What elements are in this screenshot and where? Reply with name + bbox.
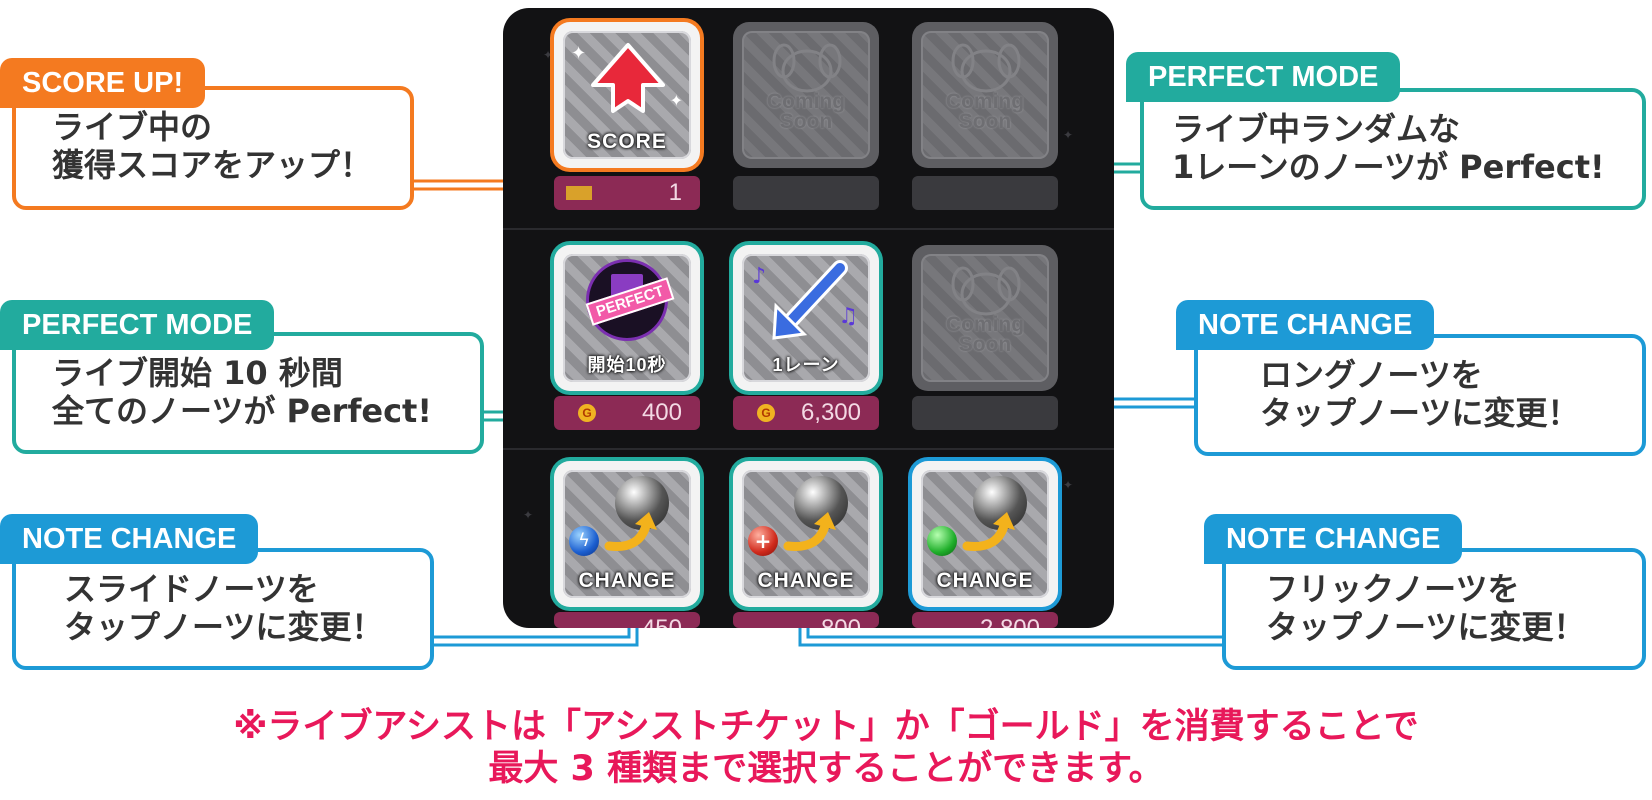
price-tag: 450 — [554, 612, 700, 628]
sparkle-icon: ✦ — [523, 508, 534, 522]
gold-coin-icon: G — [757, 404, 775, 422]
callout-text: ライブ中の 獲得スコアをアップ！ — [52, 108, 373, 184]
yellow-curved-arrow-icon — [962, 512, 1015, 551]
callout-text: フリックノーツを タップノーツに変更！ — [1266, 570, 1586, 646]
perfect-start-tag: PERFECT MODE — [0, 300, 275, 350]
price-tag-empty — [733, 176, 879, 210]
mascot-silhouette-icon — [951, 43, 1021, 93]
coming-soon-slot: Coming Soon — [912, 22, 1058, 168]
price-tag-empty — [912, 176, 1058, 210]
red-up-arrow-icon — [591, 43, 665, 113]
gold-coin-icon: G — [578, 404, 596, 422]
item-caption: SCORE — [587, 130, 667, 153]
score-up-item[interactable]: ✦ ✦ SCORE — [554, 22, 700, 168]
music-note-icon: ♪ — [752, 264, 767, 289]
sparkle-icon: ✦ — [571, 43, 587, 64]
music-note-icon: ♫ — [838, 304, 858, 329]
item-caption: CHANGE — [578, 569, 676, 592]
coming-soon-label: Coming Soon — [945, 90, 1025, 133]
note-change-flick-tag: NOTE CHANGE — [1204, 514, 1463, 564]
yellow-curved-arrow-icon — [783, 512, 836, 551]
ticket-icon — [566, 186, 592, 200]
row-divider — [503, 228, 1114, 230]
coming-soon-label: Coming Soon — [766, 90, 846, 133]
note-change-slide-tag: NOTE CHANGE — [0, 514, 259, 564]
item-caption: CHANGE — [936, 569, 1034, 592]
yellow-curved-arrow-icon — [604, 512, 657, 551]
callout-text: ロングノーツを タップノーツに変更！ — [1260, 356, 1580, 432]
note-change-flick-callout: フリックノーツを タップノーツに変更！ — [1222, 548, 1646, 670]
price-tag: 800 — [733, 612, 879, 628]
change-slide-item[interactable]: ϟ CHANGE — [554, 461, 700, 607]
perfect-start-callout: ライブ開始 10 秒間 全てのノーツが Perfect! — [12, 332, 484, 454]
score-up-tag: SCORE UP! — [0, 58, 206, 108]
price-tag: 1 — [554, 176, 700, 210]
blue-slide-note-icon: ϟ — [569, 526, 599, 556]
change-long-item[interactable]: + CHANGE — [733, 461, 879, 607]
price-tag: G 400 — [554, 396, 700, 430]
note-change-long-tag: NOTE CHANGE — [1176, 300, 1435, 350]
sparkle-icon: ✦ — [1063, 128, 1074, 142]
mascot-silhouette-icon — [772, 43, 842, 93]
green-flick-note-icon — [927, 526, 957, 556]
price-tag-empty — [912, 396, 1058, 430]
callout-text: スライドノーツを タップノーツに変更！ — [64, 570, 384, 646]
price-tag: G 6,300 — [733, 396, 879, 430]
sparkle-icon: ✦ — [543, 48, 554, 62]
footer-note-line-1: ※ライブアシストは「アシストチケット」か「ゴールド」を消費することで — [233, 707, 1419, 747]
callout-text: ライブ中ランダムな 1レーンのノーツが Perfect! — [1172, 110, 1605, 186]
footer-note-line-2: 最大 3 種類まで選択することができます。 — [488, 749, 1164, 789]
coming-soon-slot: Coming Soon — [912, 245, 1058, 391]
perfect-1lane-tag: PERFECT MODE — [1126, 52, 1401, 102]
item-caption: 開始10秒 — [587, 355, 667, 375]
note-change-long-callout: ロングノーツを タップノーツに変更！ — [1194, 334, 1646, 456]
item-caption: CHANGE — [757, 569, 855, 592]
perfect-1lane-callout: ライブ中ランダムな 1レーンのノーツが Perfect! — [1140, 88, 1646, 210]
price-tag: 2,800 — [912, 612, 1058, 628]
note-change-slide-callout: スライドノーツを タップノーツに変更！ — [12, 548, 434, 670]
mascot-silhouette-icon — [951, 266, 1021, 316]
coming-soon-label: Coming Soon — [945, 313, 1025, 356]
coming-soon-slot: Coming Soon — [733, 22, 879, 168]
callout-text: ライブ開始 10 秒間 全てのノーツが Perfect! — [52, 354, 432, 430]
perfect-1lane-item[interactable]: ♪ ♫ 1レーン — [733, 245, 879, 391]
sparkle-icon: ✦ — [1063, 478, 1074, 492]
sparkle-icon: ✦ — [669, 91, 683, 110]
row-divider — [503, 448, 1114, 450]
perfect-start-item[interactable]: PERFECT 開始10秒 — [554, 245, 700, 391]
item-caption: 1レーン — [772, 355, 840, 375]
change-flick-item[interactable]: CHANGE — [912, 461, 1058, 607]
blue-lane-arrow-icon — [772, 260, 848, 340]
red-long-note-icon: + — [748, 526, 778, 556]
